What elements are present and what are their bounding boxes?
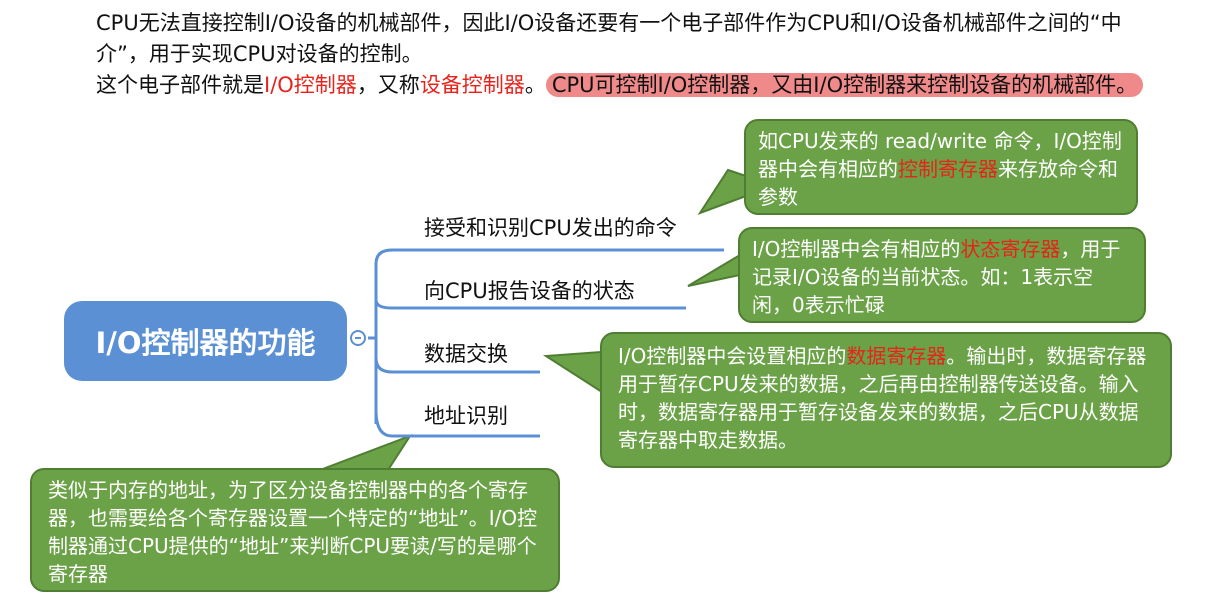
branch-data-exchange[interactable]: 数据交换 [424,342,508,366]
callout-status-text-1: I/O控制器中会有相应的 [752,237,961,261]
intro-line2-prefix: 这个电子部件就是 [96,73,264,97]
intro-highlight: CPU可控制I/O控制器，又由I/O控制器来控制设备的机械部件。 [545,73,1144,97]
callout-status: I/O控制器中会有相应的状态寄存器，用于记录I/O设备的当前状态。如：1表示空闲… [738,227,1146,323]
callout-data-text-1: I/O控制器中会设置相应的 [618,344,847,368]
callout-status-text-2: ，用于记录I/O设备的当前状态。如：1表示空闲，0表示忙碌 [752,237,1121,317]
connector-branch-4 [374,409,540,438]
intro-line-1: CPU无法直接控制I/O设备的机械部件，因此I/O设备还要有一个电子部件作为CP… [96,11,1122,66]
collapse-toggle-icon[interactable] [350,330,366,346]
callout-data-pointer [542,350,603,394]
branch-address-recognition[interactable]: 地址识别 [424,404,508,428]
branch-report-status[interactable]: 向CPU报告设备的状态 [424,279,635,303]
callout-status-pointer [687,253,741,287]
intro-text: CPU无法直接控制I/O设备的机械部件，因此I/O设备还要有一个电子部件作为CP… [96,8,1156,101]
connector-vertical [368,264,378,424]
callout-command-text-1: 如CPU发来的 read/write 命令，I/O控制器中会有相应的 [758,129,1122,181]
callout-command-text-2: 来存放命令和参数 [758,157,1118,209]
connector-branch-2 [374,299,686,310]
callout-command-pointer [697,168,747,215]
callout-address: 类似于内存的地址，为了区分设备控制器中的各个寄存器，也需要给各个寄存器设置一个特… [30,468,560,592]
callout-address-text: 类似于内存的地址，为了区分设备控制器中的各个寄存器，也需要给各个寄存器设置一个特… [48,478,538,586]
branch-accept-command[interactable]: 接受和识别CPU发出的命令 [424,216,677,240]
intro-line-2: 这个电子部件就是I/O控制器，又称设备控制器。CPU可控制I/O控制器，又由I/… [96,70,1156,101]
connector-branch-1 [374,248,724,265]
term-data-register: 数据寄存器 [846,344,947,368]
connector-branch-3 [374,357,540,374]
central-topic[interactable]: I/O控制器的功能 [64,301,347,381]
callout-command: 如CPU发来的 read/write 命令，I/O控制器中会有相应的控制寄存器来… [744,119,1138,215]
term-status-register: 状态寄存器 [960,237,1061,261]
callout-data-text-2: 。输出时，数据寄存器用于暂存CPU发来的数据，之后再由控制器传送设备。输入时，数… [618,344,1147,452]
callout-address-pointer [319,433,413,471]
intro-line2-dot: 。 [524,73,546,97]
term-control-register: 控制寄存器 [898,157,998,181]
callout-data: I/O控制器中会设置相应的数据寄存器。输出时，数据寄存器用于暂存CPU发来的数据… [600,332,1172,468]
term-device-controller: 设备控制器 [419,73,525,97]
term-io-controller: I/O控制器 [264,73,357,97]
intro-line2-mid: ，又称 [356,73,420,97]
central-topic-label: I/O控制器的功能 [95,326,316,360]
